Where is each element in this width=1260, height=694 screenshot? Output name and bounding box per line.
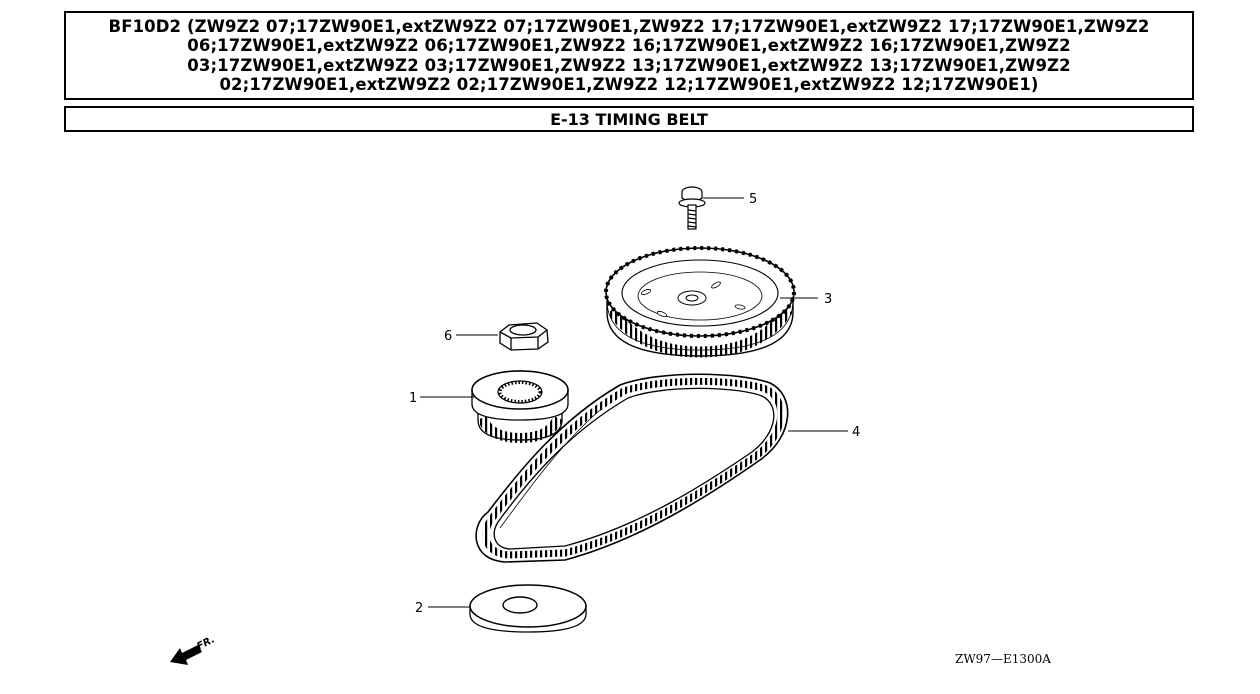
callout-4: 4 bbox=[852, 425, 860, 440]
callout-6: 6 bbox=[444, 329, 452, 344]
diagram-reference-code: ZW97—E1300A bbox=[955, 652, 1051, 666]
callout-1: 1 bbox=[409, 391, 417, 406]
part-3-driven-pulley bbox=[604, 246, 796, 358]
front-direction-label: FR. bbox=[195, 634, 217, 652]
section-title-box: E-13 TIMING BELT bbox=[64, 106, 1194, 132]
part-6-hex-nut bbox=[499, 322, 549, 351]
section-title: E-13 TIMING BELT bbox=[550, 109, 708, 129]
callout-3: 3 bbox=[824, 292, 832, 307]
diagram-title-box: BF10D2 (ZW9Z2 07;17ZW90E1,extZW9Z2 07;17… bbox=[64, 11, 1194, 100]
part-2-washer bbox=[469, 584, 587, 633]
part-5-bolt bbox=[678, 186, 706, 230]
callout-5: 5 bbox=[749, 192, 757, 207]
callout-2: 2 bbox=[415, 601, 423, 616]
diagram-title: BF10D2 (ZW9Z2 07;17ZW90E1,extZW9Z2 07;17… bbox=[108, 16, 1150, 95]
part-4-timing-belt bbox=[475, 373, 789, 563]
front-direction-arrow-icon bbox=[170, 645, 202, 665]
part-1-drive-pulley bbox=[471, 370, 569, 444]
